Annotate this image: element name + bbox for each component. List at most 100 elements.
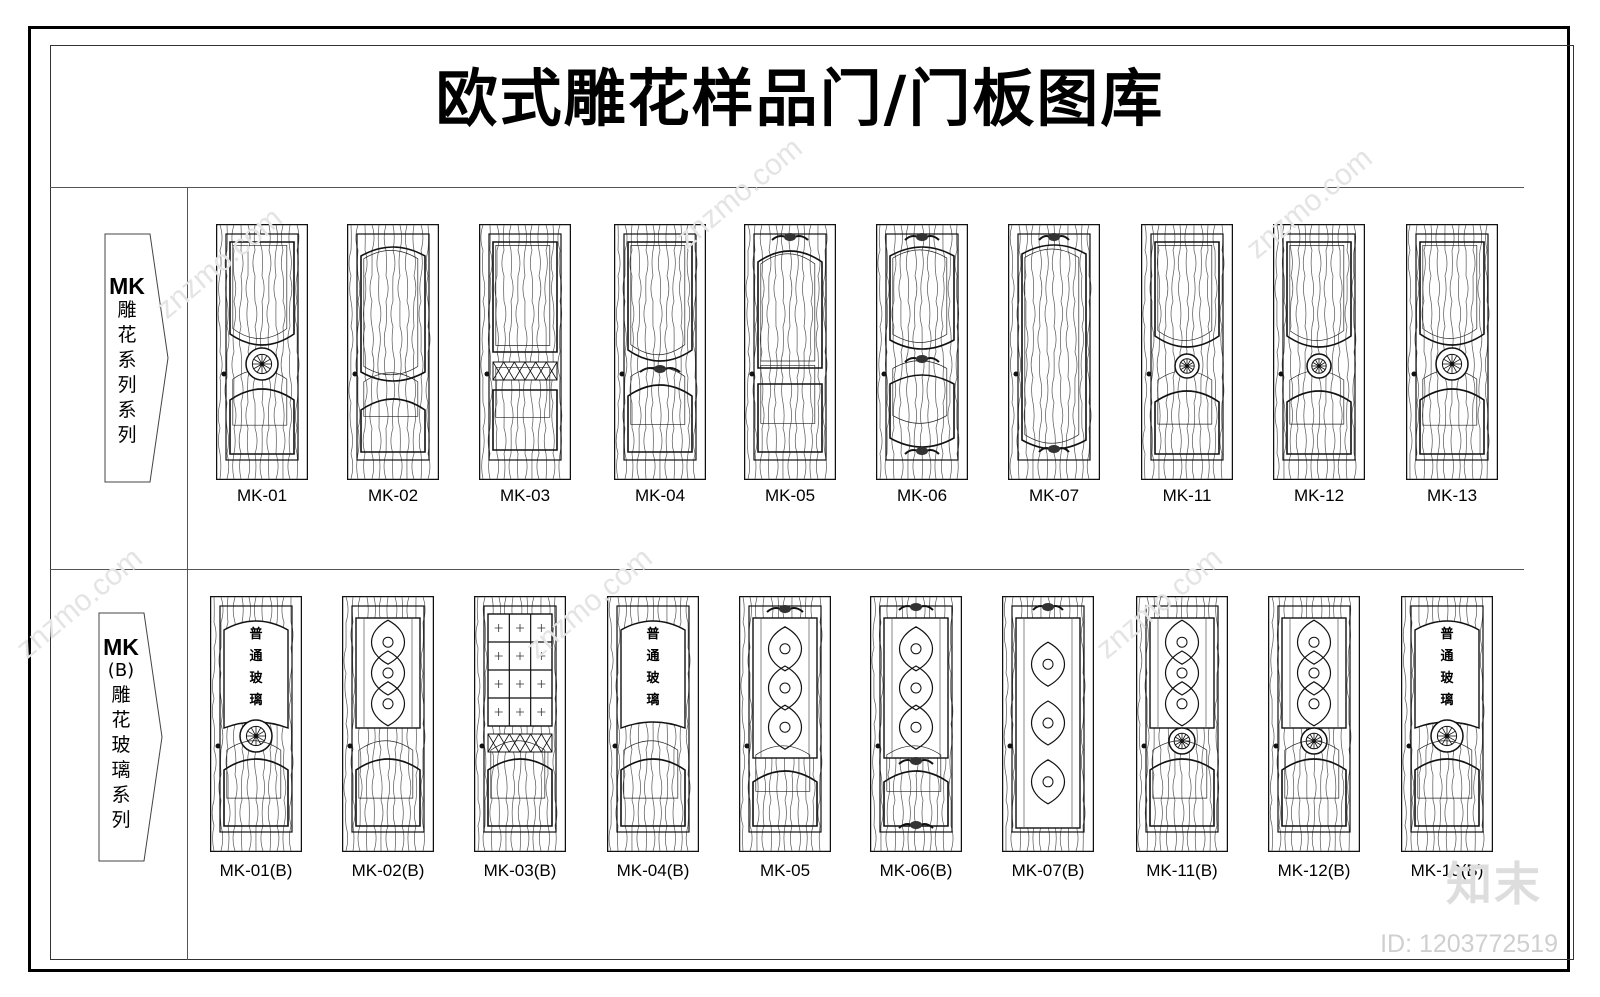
- series-char: 雕: [117, 299, 137, 321]
- series-char: 璃: [111, 759, 131, 781]
- door-model-label: MK-04(B): [616, 861, 690, 880]
- row-series-name: 雕花系列系列: [104, 298, 150, 448]
- door-drawing: [869, 595, 963, 853]
- row-code: MK: [103, 634, 139, 660]
- row-code-suffix: (B): [107, 660, 135, 681]
- row-code: MK: [109, 273, 145, 299]
- column-divider: [187, 187, 188, 960]
- door-drawing: [1140, 223, 1234, 481]
- door-drawing: [738, 595, 832, 853]
- brand-logo: 知末: [1446, 857, 1542, 911]
- door-drawing: [209, 595, 303, 853]
- door-item: [1001, 595, 1095, 856]
- door-item: [613, 223, 707, 484]
- series-char: 玻: [111, 734, 131, 756]
- door-model-label: MK-02: [367, 486, 419, 505]
- title-divider: [50, 187, 1524, 188]
- glass-note-char: 璃: [249, 693, 263, 708]
- series-char: 系: [117, 349, 137, 371]
- door-model-label: MK-06(B): [879, 861, 953, 880]
- door-item: [215, 223, 309, 484]
- door-drawing: [613, 223, 707, 481]
- door-item: [1267, 595, 1361, 856]
- series-char: 列: [111, 809, 131, 831]
- row-tag-mkb: MK (B) 雕花玻璃系列: [98, 612, 164, 862]
- drawing-border-outer: [28, 26, 1570, 972]
- door-item: 普通玻璃: [606, 595, 700, 856]
- series-char: 花: [117, 324, 137, 346]
- door-drawing: [743, 223, 837, 481]
- row-series-name: 雕花玻璃系列: [98, 683, 144, 833]
- door-model-label: MK-12: [1293, 486, 1345, 505]
- door-item: [869, 595, 963, 856]
- door-drawing: [1272, 223, 1366, 481]
- door-item: 普通玻璃: [1400, 595, 1494, 856]
- door-drawing: [1135, 595, 1229, 853]
- row-tag-mk: MK 雕花系列系列: [104, 233, 170, 483]
- glass-note: 普通玻璃: [246, 624, 266, 712]
- door-item: [875, 223, 969, 484]
- door-item: [1405, 223, 1499, 484]
- door-item: [478, 223, 572, 484]
- door-drawing: [341, 595, 435, 853]
- arrow-tag-shape: [104, 233, 169, 483]
- door-model-label: MK-13: [1426, 486, 1478, 505]
- door-item: [473, 595, 567, 856]
- door-item: [1007, 223, 1101, 484]
- door-item: [1272, 223, 1366, 484]
- door-model-label: MK-02(B): [351, 861, 425, 880]
- door-model-label: MK-11(B): [1146, 861, 1218, 880]
- door-item: [346, 223, 440, 484]
- door-item: [743, 223, 837, 484]
- glass-note-char: 普: [646, 627, 660, 642]
- door-model-label: MK-11: [1162, 486, 1212, 505]
- door-model-label: MK-05: [759, 861, 811, 880]
- glass-note-char: 通: [249, 649, 263, 664]
- door-drawing: [1007, 223, 1101, 481]
- glass-note-char: 普: [1440, 627, 1454, 642]
- door-drawing: [1001, 595, 1095, 853]
- door-model-label: MK-07: [1028, 486, 1080, 505]
- door-model-label: MK-05: [764, 486, 816, 505]
- door-item: [341, 595, 435, 856]
- glass-note-char: 通: [646, 649, 660, 664]
- arrow-tag-shape: [98, 612, 163, 862]
- door-item: [1140, 223, 1234, 484]
- door-model-label: MK-03: [499, 486, 551, 505]
- door-model-label: MK-01(B): [219, 861, 293, 880]
- glass-note: 普通玻璃: [1437, 624, 1457, 712]
- door-item: 普通玻璃: [209, 595, 303, 856]
- series-char: 系: [111, 784, 131, 806]
- door-drawing: [1267, 595, 1361, 853]
- door-model-label: MK-07(B): [1011, 861, 1085, 880]
- door-model-label: MK-01: [236, 486, 288, 505]
- door-model-label: MK-06: [896, 486, 948, 505]
- glass-note: 普通玻璃: [643, 624, 663, 712]
- door-drawing: [478, 223, 572, 481]
- door-drawing: [875, 223, 969, 481]
- door-drawing: [346, 223, 440, 481]
- row-divider: [50, 569, 1524, 570]
- series-char: 雕: [111, 684, 131, 706]
- glass-note-char: 璃: [646, 693, 660, 708]
- door-model-label: MK-12(B): [1277, 861, 1351, 880]
- glass-note-char: 玻: [249, 671, 263, 686]
- door-drawing: [473, 595, 567, 853]
- glass-note-char: 通: [1440, 649, 1454, 664]
- glass-note-char: 普: [249, 627, 263, 642]
- door-drawing: [606, 595, 700, 853]
- door-item: [738, 595, 832, 856]
- series-char: 系: [117, 399, 137, 421]
- glass-note-char: 璃: [1440, 693, 1454, 708]
- glass-note-char: 玻: [646, 671, 660, 686]
- door-model-label: MK-04: [634, 486, 686, 505]
- door-model-label: MK-13(B): [1410, 861, 1484, 880]
- image-id: ID: 1203772519: [1380, 930, 1558, 958]
- drawing-border-inner: [50, 45, 1574, 960]
- door-model-label: MK-03(B): [483, 861, 557, 880]
- series-char: 列: [117, 374, 137, 396]
- door-item: [1135, 595, 1229, 856]
- series-char: 花: [111, 709, 131, 731]
- door-drawing: [1405, 223, 1499, 481]
- page-title: 欧式雕花样品门/门板图库: [435, 62, 1165, 135]
